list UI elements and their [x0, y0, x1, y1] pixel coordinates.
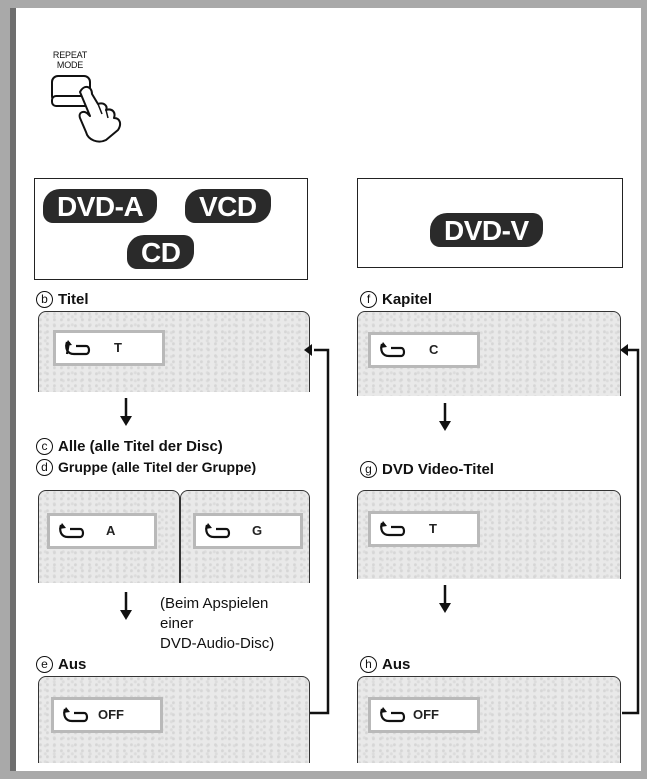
cycle-return-arrows [10, 8, 641, 771]
